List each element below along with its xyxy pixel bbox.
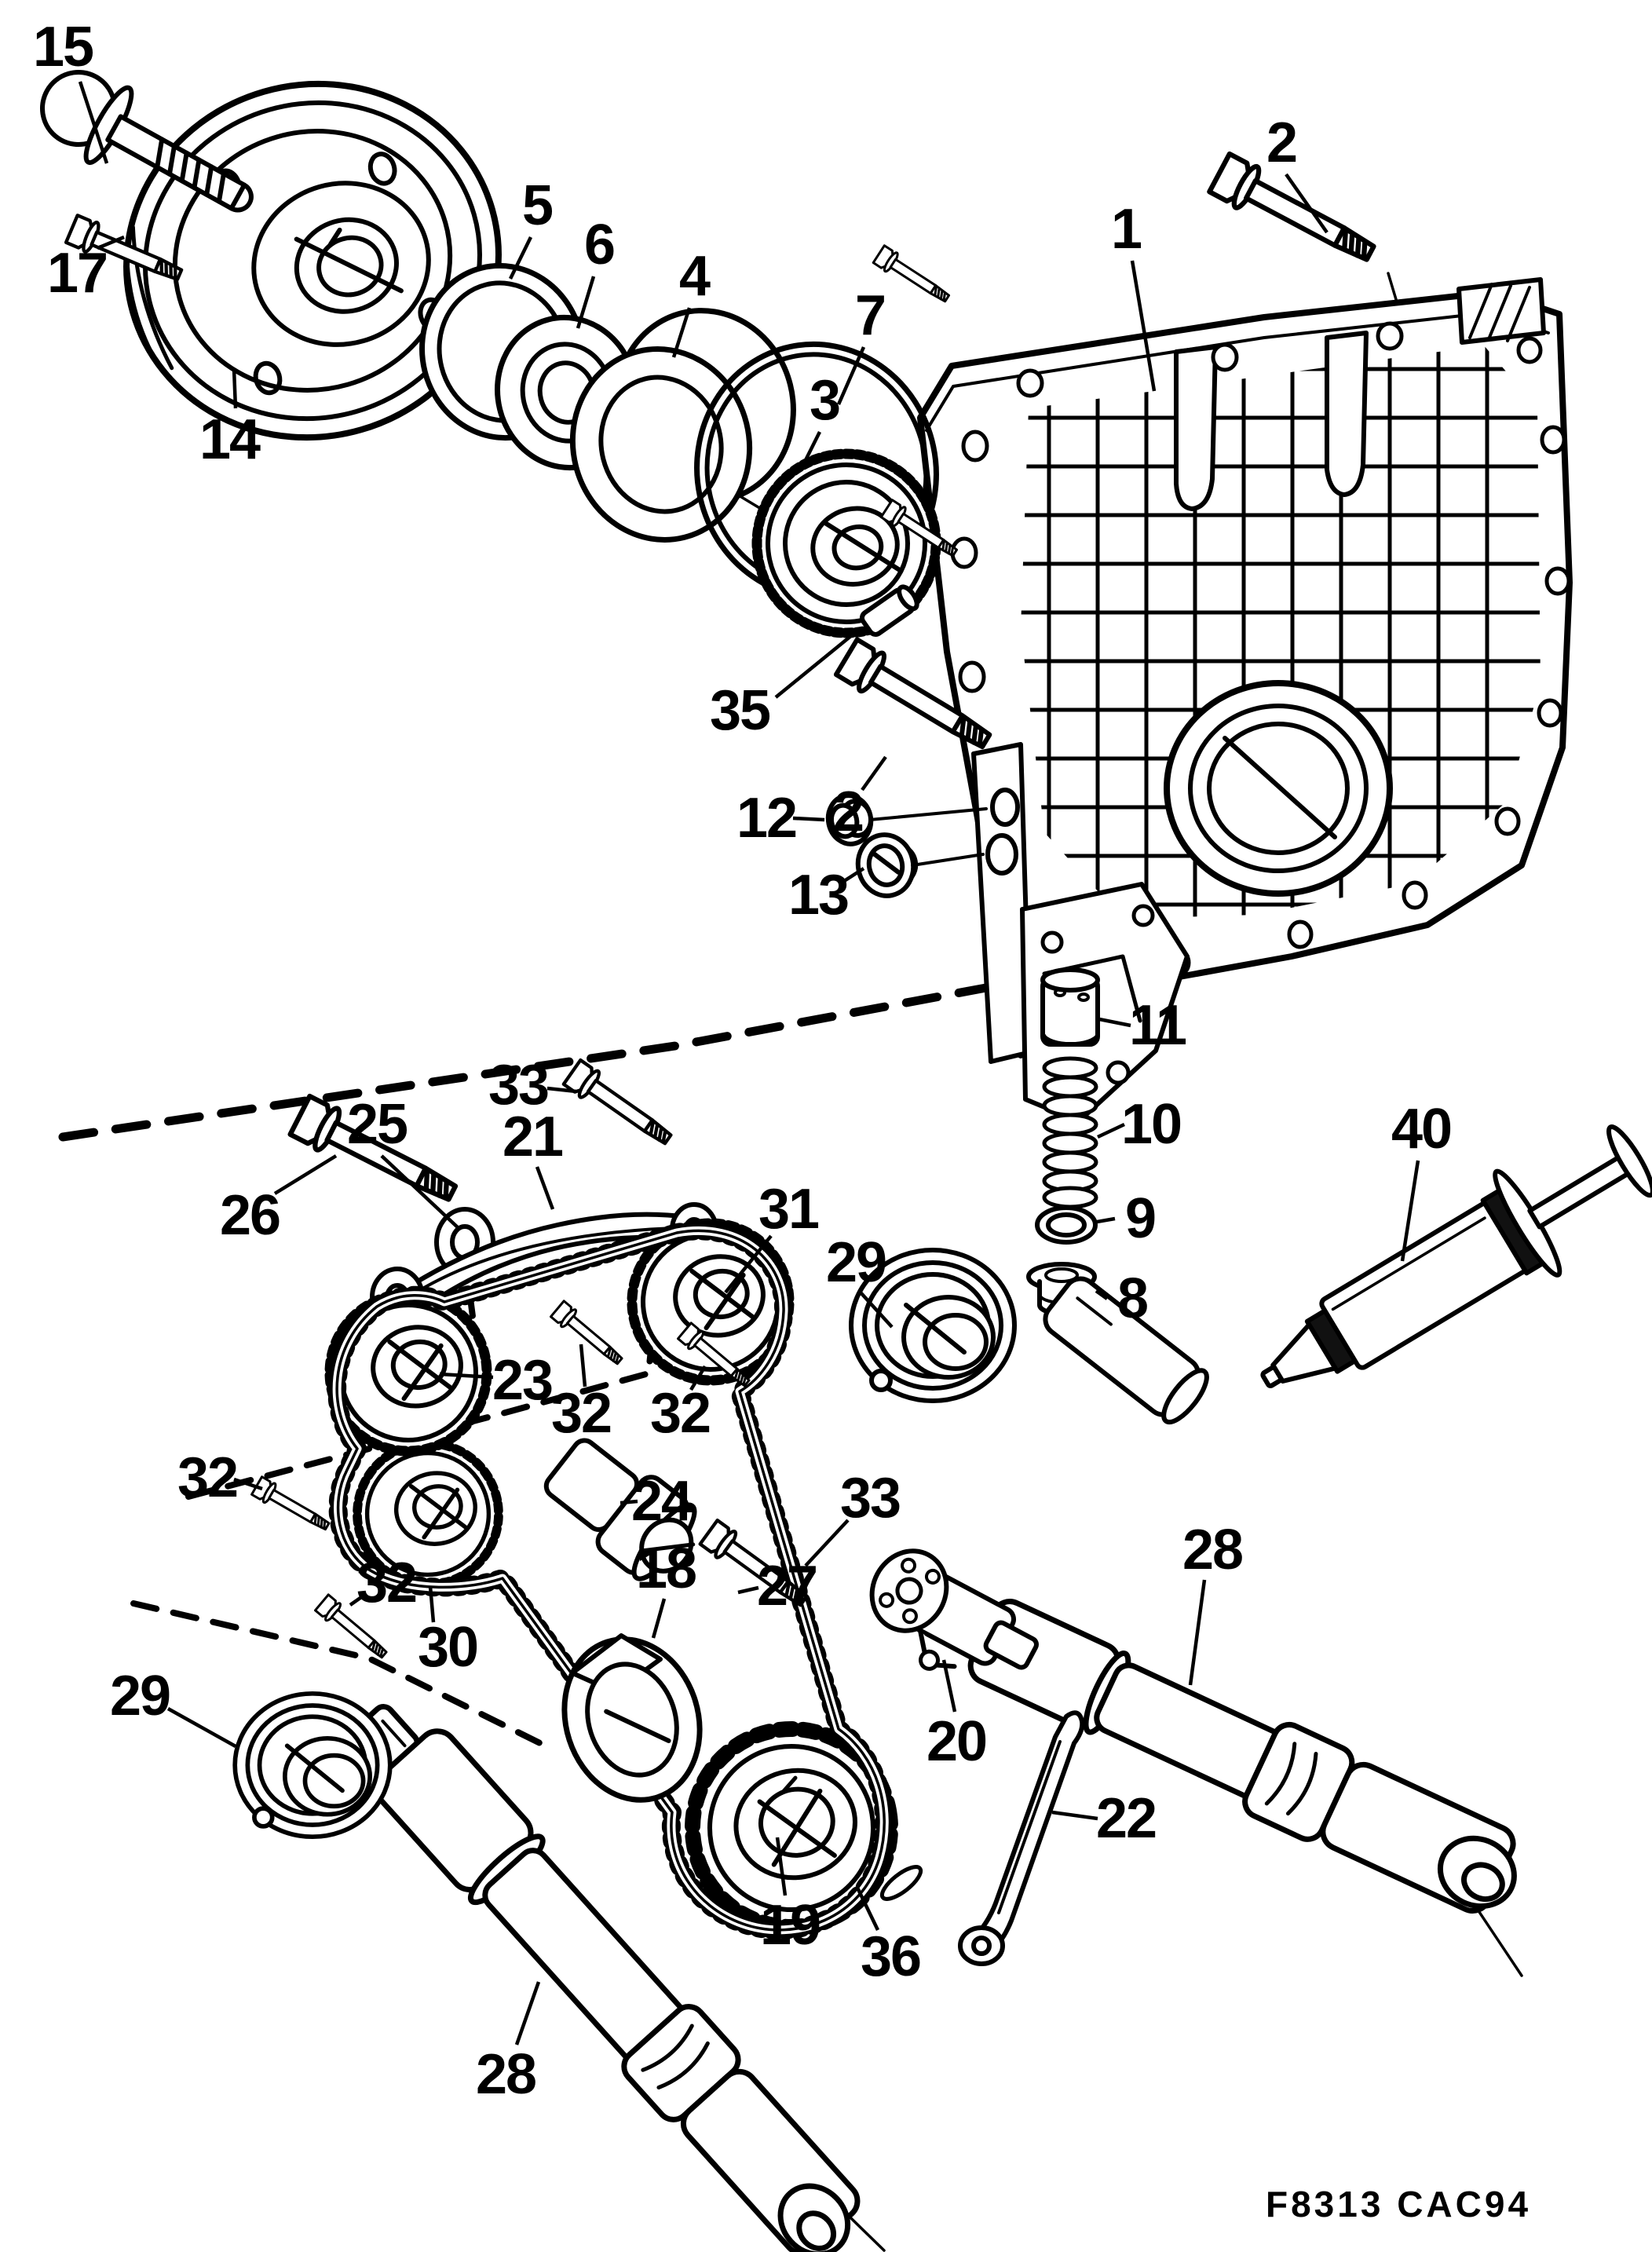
callout-21-22: 21 [502,1106,564,1168]
tensioner-sleeve-18 [561,1633,703,1803]
tensioner-spring-10 [1042,1056,1098,1209]
callout-33-41: 33 [839,1467,901,1530]
callout-32-26: 32 [177,1446,239,1509]
callout-8-17: 8 [1117,1267,1149,1330]
callout-28-38: 28 [1182,1519,1244,1581]
pointer-lines [868,807,988,867]
callout-24-31: 24 [630,1470,693,1533]
callout-28-39: 28 [475,2043,537,2106]
seal-12 [825,793,874,846]
callout-32-29: 32 [649,1382,711,1445]
bolt-32 [549,1299,628,1371]
callout-25-20: 25 [346,1093,408,1156]
idler-24 [543,1438,697,1581]
callout-23-25: 23 [492,1349,554,1412]
callout-13-13: 13 [788,864,850,927]
drawing-code: F8313 CAC94 [1266,2184,1532,2225]
callout-15-0: 15 [32,16,94,79]
callout-1-10: 1 [1110,198,1142,261]
tensioner-ring-9 [1035,1205,1098,1245]
callout-18-32: 18 [635,1537,697,1600]
balance-shaft-28b [355,1704,861,2252]
callout-29-24: 29 [825,1231,887,1294]
callout-14-2: 14 [199,408,261,471]
seal-29b [235,1694,390,1837]
woodruff-key-36 [879,1865,923,1901]
callout-35-8: 35 [709,679,771,742]
callout-9-16: 9 [1124,1187,1157,1250]
callout-33-21: 33 [488,1054,550,1117]
callout-32-28: 32 [550,1382,612,1445]
callout-36-37: 36 [860,1925,922,1988]
callout-30-30: 30 [417,1616,479,1679]
callout-12-12: 12 [736,787,798,850]
callout-4-5: 4 [678,245,711,308]
callout-11-14: 11 [1128,994,1187,1057]
callout-10-15: 10 [1120,1093,1182,1156]
callout-7-6: 7 [854,284,886,347]
callout-27-33: 27 [756,1555,818,1618]
callout-26-19: 26 [219,1184,281,1247]
camshaft-stub [1043,1276,1209,1425]
chain-guide-22 [958,1710,1085,1966]
callout-19-36: 19 [759,1894,821,1957]
callout-2-9: 2 [1266,112,1298,174]
pin-35 [859,584,919,637]
bolt-33a [563,1059,677,1153]
callout-5-3: 5 [521,174,554,237]
callout-20-34: 20 [926,1710,988,1773]
callout-6-4: 6 [583,214,616,276]
gear-3 [751,448,941,638]
callout-29-40: 29 [109,1665,171,1727]
oil-pump-20 [869,1548,1039,1671]
callout-40-18: 40 [1391,1098,1453,1161]
plug-13 [855,832,919,898]
callout-17-1: 17 [46,242,108,305]
callout-22-35: 22 [1095,1787,1157,1850]
bolt-32 [250,1475,334,1537]
callout-3-7: 3 [809,369,841,432]
callout-31-23: 31 [758,1178,820,1241]
callout-32-27: 32 [356,1552,418,1614]
timing-cover-1 [917,277,1573,1124]
callout-2-11: 2 [832,781,864,843]
sealant-syringe-40 [1260,1124,1652,1388]
tensioner-piston-11 [1040,967,1100,1047]
